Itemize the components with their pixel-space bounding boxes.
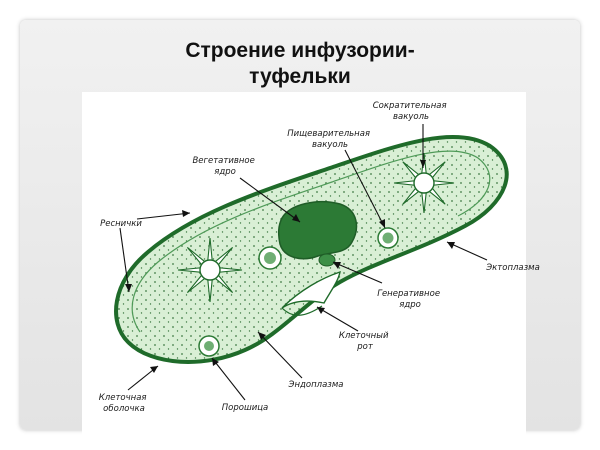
slide-title: Строение инфузории- туфельки <box>0 38 600 90</box>
contractile-canal <box>214 246 234 266</box>
label-contractile-vacuole: Сократительная вакуоль <box>373 101 450 122</box>
label-cell-membrane: Клеточная оболочка <box>99 393 149 414</box>
label-line: Генеративное <box>377 289 440 299</box>
contractile-canal <box>402 161 420 179</box>
label-ectoplasm: Эктоплазма <box>485 263 540 273</box>
digestive-vacuole-content <box>382 232 394 244</box>
contractile-canal <box>207 279 213 303</box>
label-line: Клеточный <box>339 331 389 341</box>
contractile-canal <box>214 274 234 294</box>
label-line: вакуоль <box>312 140 348 150</box>
arrowhead <box>447 242 455 249</box>
arrowhead <box>182 210 190 217</box>
contractile-canal <box>186 246 206 266</box>
leader-lines <box>119 124 488 401</box>
arrowhead <box>292 214 300 222</box>
label-endoplasm: Эндоплазма <box>288 380 344 390</box>
contractile-vacuole-posterior <box>177 237 243 303</box>
generative-nucleus <box>318 253 336 267</box>
digestive-vacuole-content <box>264 252 276 264</box>
contractile-vacuole-core <box>199 259 221 281</box>
label-line: Эндоплазма <box>288 380 344 390</box>
contractile-canal <box>421 192 427 214</box>
label-line: вакуоль <box>393 112 429 122</box>
oral-groove <box>281 270 341 309</box>
contractile-canal <box>186 274 206 294</box>
label-line: Реснички <box>100 219 142 229</box>
label-line: Пищеварительная <box>287 129 370 139</box>
title-line-1: Строение инфузории- <box>185 39 415 62</box>
label-cilia: Реснички <box>100 219 142 229</box>
label-line: Клеточная <box>99 393 147 403</box>
label-line: ядро <box>399 300 421 310</box>
label-line: Сократительная <box>373 101 447 111</box>
ectoplasm-boundary <box>131 150 491 333</box>
contractile-canal <box>219 267 243 273</box>
leader-cilia-2 <box>119 227 130 293</box>
label-vegetative-nucleus: Вегетативное ядро <box>192 156 257 177</box>
arrowhead <box>125 284 132 292</box>
contractile-canal <box>433 180 455 186</box>
title-line-2: туфельки <box>249 65 351 88</box>
contractile-canal <box>207 237 213 261</box>
label-cell-mouth: Клеточный рот <box>339 331 391 352</box>
label-digestive-vacuole: Пищеварительная вакуоль <box>287 129 373 150</box>
cell-mouth <box>281 305 323 316</box>
contractile-canal <box>177 267 201 273</box>
label-line: Вегетативное <box>192 156 254 166</box>
label-line: ядро <box>214 167 236 177</box>
arrowhead <box>258 332 266 340</box>
contractile-vacuole-anterior <box>393 152 455 214</box>
arrowhead <box>333 262 341 269</box>
cytoproct-vacuole-content <box>204 341 214 351</box>
contractile-canal <box>428 187 446 205</box>
contractile-canal <box>428 161 446 179</box>
leader-arrowheads <box>125 160 455 373</box>
arrowhead <box>420 160 426 168</box>
contractile-vacuole-core <box>413 172 435 194</box>
label-line: рот <box>356 342 374 352</box>
leader-cytoproct <box>211 357 246 401</box>
contractile-canal <box>393 180 415 186</box>
arrowhead <box>317 307 325 314</box>
arrowhead <box>379 219 385 228</box>
label-generative-nucleus: Генеративное ядро <box>377 289 443 310</box>
leader-endoplasm <box>257 331 303 379</box>
leader-digestive-vacuole <box>344 149 386 229</box>
arrowhead <box>150 366 158 373</box>
label-line: Порошица <box>222 403 268 413</box>
leader-vegetative-nucleus <box>239 177 301 223</box>
contractile-canal <box>402 187 420 205</box>
leader-generative-nucleus <box>332 261 383 284</box>
leader-cell-mouth <box>316 306 359 332</box>
vegetative-nucleus <box>277 200 358 260</box>
label-cytoproct: Порошица <box>222 403 268 413</box>
leader-cilia-1 <box>136 212 191 220</box>
label-line: Эктоплазма <box>485 263 540 273</box>
arrowhead <box>212 358 219 366</box>
label-line: оболочка <box>103 404 145 414</box>
